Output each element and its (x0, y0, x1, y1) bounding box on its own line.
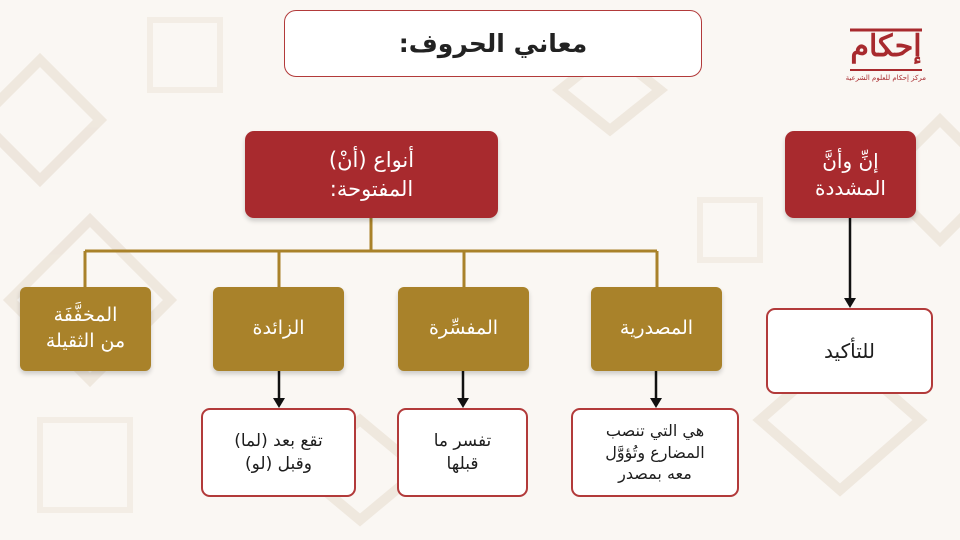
branch-label: الزائدة (252, 317, 305, 340)
detail-line: تفسر ما (433, 430, 492, 451)
detail-node-zaida: تقع بعد (لما) وقبل (لو) (201, 408, 356, 497)
side-node: إنِّ وأنَّ المشددة (785, 131, 916, 218)
detail-line: قبلها (446, 453, 479, 474)
branch-label-line1: المخفَّفَة (53, 304, 118, 327)
branch-node-mufassira: المفسِّرة (398, 287, 529, 371)
detail-line: معه بمصدر (618, 464, 692, 484)
root-node-line2: المفتوحة: (329, 176, 414, 201)
detail-line: هي التي تنصب (605, 421, 705, 441)
side-result-text: للتأكيد (824, 338, 875, 363)
branch-label-line2: من الثقيلة (45, 330, 126, 352)
root-node-line1: أنواع (أنْ) (328, 148, 415, 173)
logo-subtitle: مركز إحكام للعلوم الشرعية (845, 74, 926, 82)
detail-line: وقبل (لو) (245, 453, 312, 474)
side-node-line1: إنِّ وأنَّ (822, 148, 879, 173)
side-result-node: للتأكيد (766, 308, 933, 394)
branch-label: المفسِّرة (428, 317, 499, 340)
branch-node-mukhaffafa: المخفَّفَة من الثقيلة (20, 287, 151, 371)
side-node-line2: المشددة (815, 175, 886, 200)
logo-emblem-icon (850, 28, 922, 71)
branch-node-masdariyya: المصدرية (591, 287, 722, 371)
branch-node-zaida: الزائدة (213, 287, 344, 371)
detail-node-masdariyya: هي التي تنصب المضارع وتُؤوَّل معه بمصدر (571, 408, 739, 497)
detail-line: المضارع وتُؤوَّل (605, 442, 705, 462)
logo-name: إحكام (850, 29, 922, 64)
branch-label: المصدرية (619, 317, 694, 340)
logo: إحكام مركز إحكام للعلوم الشرعية (846, 26, 934, 98)
detail-line: تقع بعد (لما) (234, 430, 323, 451)
root-node: أنواع (أنْ) المفتوحة: (245, 131, 498, 218)
page-title: معاني الحروف: (284, 10, 702, 77)
page-title-text: معاني الحروف: (398, 28, 588, 58)
detail-node-mufassira: تفسر ما قبلها (397, 408, 528, 497)
